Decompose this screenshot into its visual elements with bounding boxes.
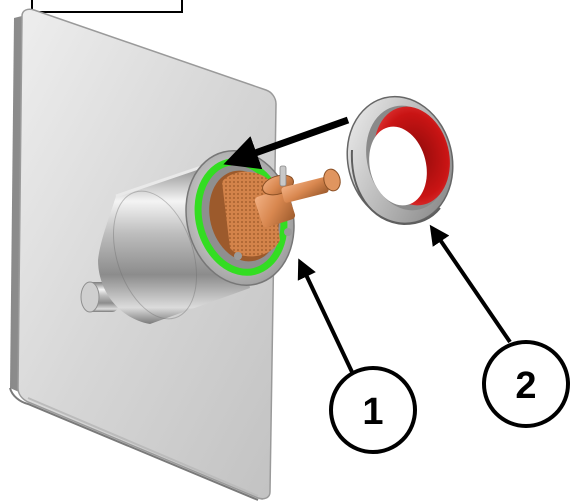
callout-2: 2 xyxy=(482,340,570,428)
callout-2-number: 2 xyxy=(515,365,536,407)
callout-2-arrow xyxy=(429,224,512,344)
insertion-arrow xyxy=(223,116,350,170)
retaining-ring xyxy=(346,95,454,226)
callout-1-number: 1 xyxy=(362,391,383,433)
cartridge xyxy=(209,165,341,262)
label-box xyxy=(31,0,183,13)
callout-1: 1 xyxy=(329,366,417,454)
callout-1-arrow xyxy=(297,258,354,373)
